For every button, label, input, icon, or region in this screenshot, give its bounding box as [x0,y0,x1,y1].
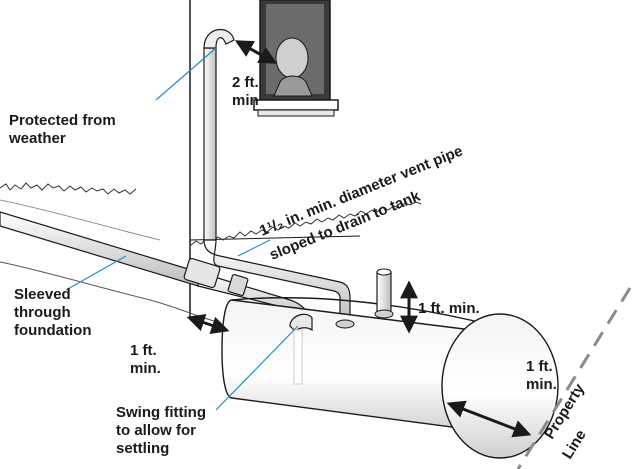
leader-swing [215,325,299,411]
leader-sleeved [65,255,127,291]
vent-riser-base [374,309,394,319]
fill-drop-tube [293,329,303,385]
leader-vent-pipe [237,239,271,257]
swing-fitting-label: Swing fitting to allow for settling [116,404,206,457]
vent-riser-cap [376,268,392,276]
tank-end-distance-label: 1 ft. min. [526,358,557,393]
protected-from-weather-label: Protected from weather [9,112,116,147]
sleeved-through-foundation-label: Sleeved through foundation [14,286,92,339]
window-distance-arrow [234,40,278,64]
vent-connection-base [335,319,355,329]
pipe-coupling [227,273,249,297]
property-distance-arrow [446,400,532,438]
fill-pipe [0,211,199,287]
property-line-label-2: Line [559,427,590,462]
leader-protected [155,47,217,101]
ground-line-upper [0,199,161,241]
vent-pipe-vertical [203,47,217,241]
grass-line [0,182,422,247]
foundation-sleeve [183,257,221,289]
vent-gooseneck [203,28,235,49]
foundation-distance-label: 1 ft. min. [130,342,161,377]
foundation-distance-arrow [186,314,230,334]
house-wall-base-right [189,235,361,241]
vent-riser [376,271,392,313]
vent-height-label: 1 ft. min. [418,300,480,317]
window-distance-label: 2 ft. min [232,74,259,109]
property-line [516,287,632,469]
